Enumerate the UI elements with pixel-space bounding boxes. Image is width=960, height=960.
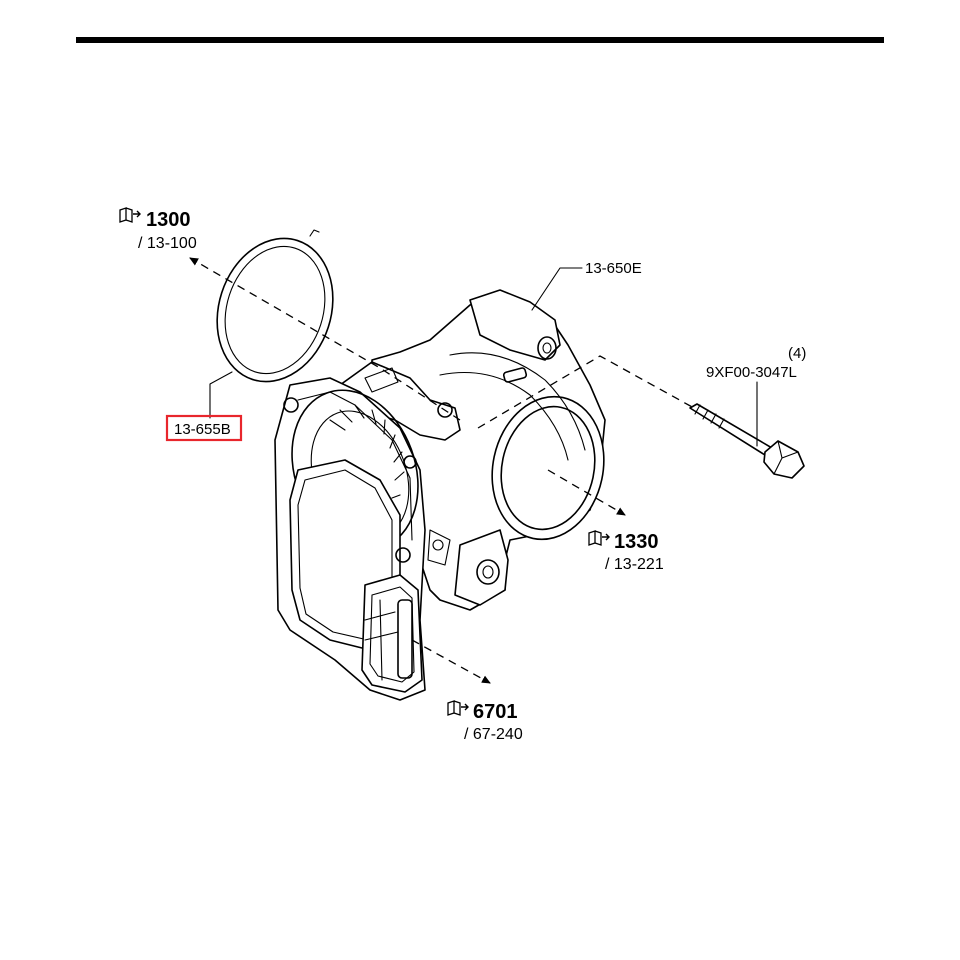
ref-number: 6701	[473, 701, 518, 723]
ref-1330[interactable]: 1330 / 13-221	[588, 530, 664, 573]
dash-bolt	[477, 355, 695, 429]
ref-number: 1330	[614, 531, 659, 553]
part-gasket-label[interactable]: 13-655B	[174, 421, 231, 438]
throttle-body-leader	[531, 267, 583, 311]
ref-page: / 67-240	[464, 726, 523, 743]
ref-1300[interactable]: 1300 / 13-100	[119, 207, 197, 252]
ref-6701[interactable]: 6701 / 67-240	[447, 700, 523, 743]
bolt-qty: (4)	[788, 345, 806, 362]
book-reference-icon	[119, 207, 141, 223]
ref-number: 1300	[146, 209, 191, 231]
part-throttle-body-label[interactable]: 13-650E	[585, 260, 642, 277]
dash-connector	[411, 639, 491, 684]
part-bolt-label[interactable]: 9XF00-3047L	[706, 364, 797, 381]
book-reference-icon	[588, 530, 610, 546]
ref-page: / 13-100	[138, 235, 197, 252]
bolt	[689, 403, 805, 479]
dash-outlet	[547, 469, 626, 516]
gasket-leader	[209, 371, 233, 419]
dash-gasket	[189, 257, 461, 421]
throttle-body	[274, 289, 606, 701]
ref-page: / 13-221	[605, 556, 664, 573]
highlight-box	[165, 414, 243, 442]
book-reference-icon	[447, 700, 469, 716]
top-rule	[76, 37, 884, 43]
gasket-ring	[216, 229, 334, 383]
